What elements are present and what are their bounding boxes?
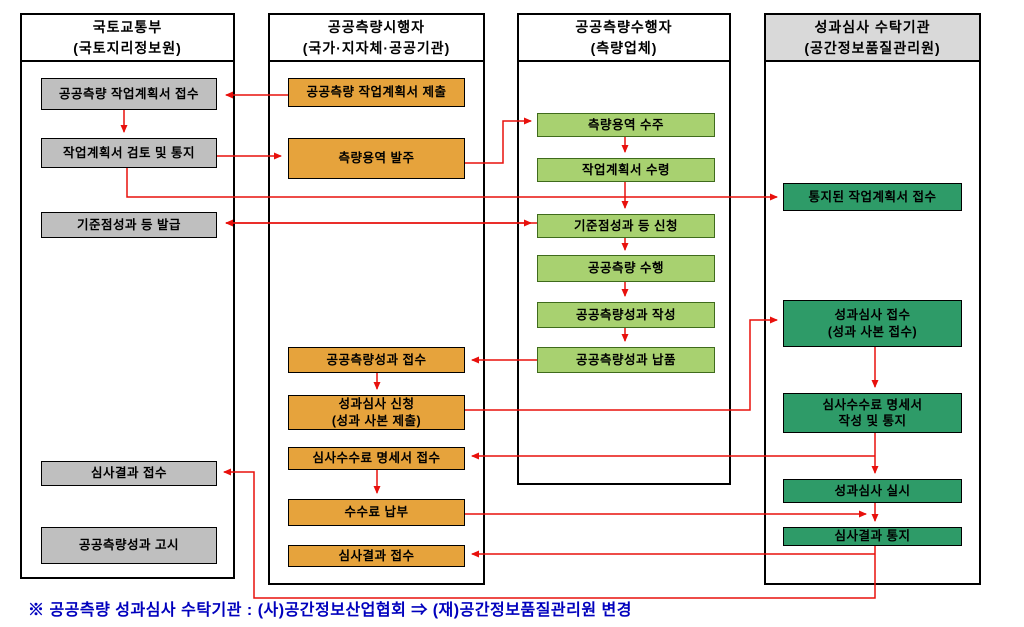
box-survey-result-deliver: 공공측량성과 납품 (537, 347, 715, 373)
column-subtitle: (국토지리정보원) (73, 39, 182, 56)
box-survey-result-announce: 공공측량성과 고시 (41, 527, 217, 564)
box-survey-contract-award: 측량용역 수주 (537, 113, 715, 137)
box-survey-execute: 공공측량 수행 (537, 255, 715, 282)
column-review-agency-header: 성과심사 수탁기관 (공간정보품질관리원) (766, 15, 979, 62)
column-title: 공공측량시행자 (327, 19, 426, 36)
column-moct-header: 국토교통부 (국토지리정보원) (22, 15, 233, 62)
box-work-plan-reception: 작업계획서 수령 (537, 158, 715, 182)
box-review-result-receive-impl: 심사결과 접수 (288, 545, 465, 567)
box-fee-payment: 수수료 납부 (288, 499, 465, 526)
footnote: ※ 공공측량 성과심사 수탁기관 : (사)공간정보산업협회 ⇒ (재)공간정보… (28, 602, 632, 619)
box-review-request: 성과심사 신청 (성과 사본 제출) (288, 395, 465, 430)
box-review-result-notify: 심사결과 통지 (783, 527, 962, 546)
column-performer: 공공측량수행자 (측량업체) (517, 13, 731, 485)
box-fee-statement-receive: 심사수수료 명세서 접수 (288, 447, 465, 470)
box-fee-statement-create-notify: 심사수수료 명세서 작성 및 통지 (783, 393, 962, 433)
column-implementer-header: 공공측량시행자 (국가·지자체·공공기관) (270, 15, 483, 62)
box-work-plan-receive: 공공측량 작업계획서 접수 (41, 78, 217, 110)
column-performer-header: 공공측량수행자 (측량업체) (519, 15, 729, 62)
box-work-plan-submit: 공공측량 작업계획서 제출 (288, 78, 465, 107)
column-subtitle: (국가·지자체·공공기관) (302, 39, 451, 56)
column-subtitle: (공간정보품질관리원) (804, 39, 941, 56)
column-title: 공공측량수행자 (575, 19, 673, 36)
box-review-result-receive-moct: 심사결과 접수 (41, 461, 217, 486)
box-control-point-issue: 기준점성과 등 발급 (41, 212, 217, 238)
column-title: 성과심사 수탁기관 (814, 19, 931, 36)
box-review-execute: 성과심사 실시 (783, 479, 962, 503)
box-survey-result-create: 공공측량성과 작성 (537, 302, 715, 328)
box-work-plan-review-notify: 작업계획서 검토 및 통지 (41, 138, 217, 168)
column-subtitle: (측량업체) (590, 39, 658, 56)
box-notified-work-plan-receive: 통지된 작업계획서 접수 (783, 183, 962, 211)
box-survey-result-receive: 공공측량성과 접수 (288, 347, 465, 373)
box-review-reception: 성과심사 접수 (성과 사본 접수) (783, 300, 962, 347)
box-survey-order: 측량용역 발주 (288, 138, 465, 179)
column-title: 국토교통부 (92, 19, 163, 36)
box-control-point-request: 기준점성과 등 신청 (537, 214, 715, 238)
